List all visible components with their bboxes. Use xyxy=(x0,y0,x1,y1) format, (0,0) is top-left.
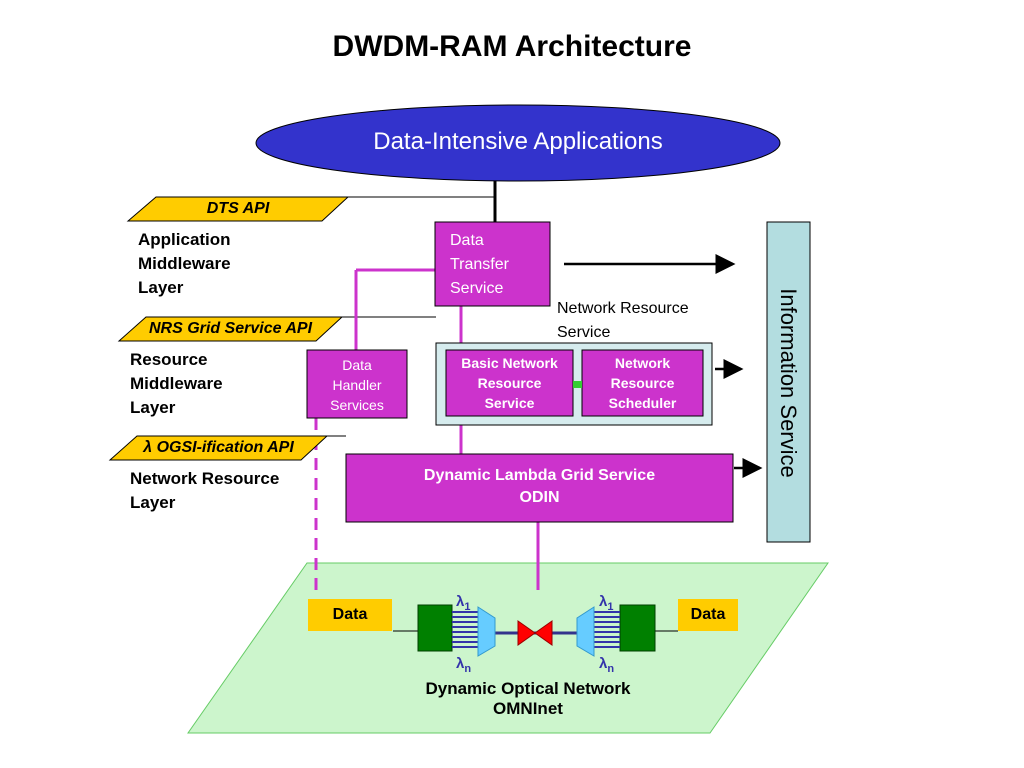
lambda-n-left: λn xyxy=(456,655,472,675)
information-service-box[interactable] xyxy=(766,221,811,543)
data-transfer-service-label: Data Transfer Service xyxy=(450,232,509,297)
data-handler-services-label: Data Handler Services xyxy=(330,357,384,413)
basic-nrs-label: Basic Network Resource Service xyxy=(461,355,558,411)
optical-network-caption: Dynamic Optical Network OMNInet xyxy=(425,679,631,718)
lambda-symbol: λ xyxy=(143,439,153,456)
left-wavelength-bars xyxy=(452,611,478,648)
left-mux-shape xyxy=(477,606,496,657)
network-resource-layer-label: Network Resource Layer xyxy=(130,469,280,512)
nrs-internal-connector xyxy=(573,381,582,388)
lambda-1-right: λ1 xyxy=(599,593,614,613)
application-middleware-layer-label: Application Middleware Layer xyxy=(138,230,231,297)
dts-api-label: DTS API xyxy=(206,200,270,217)
data-right-label: Data xyxy=(690,606,726,623)
lambda-n-right: λn xyxy=(599,655,615,675)
resource-middleware-layer-label: Resource Middleware Layer xyxy=(130,350,223,417)
information-service-label: Information Service xyxy=(776,288,801,478)
scheduler-label: Network Resource Scheduler xyxy=(608,355,677,411)
left-green-node[interactable] xyxy=(417,604,453,652)
ogsi-api-label: λ OGSI-ification API xyxy=(110,439,327,457)
dts-api-tag[interactable] xyxy=(126,196,350,222)
dlgs-box[interactable] xyxy=(345,453,734,523)
nrs-caption: Network Resource Service xyxy=(557,300,689,341)
optical-switch-bowtie-right xyxy=(534,620,553,646)
lambda-1-left: λ1 xyxy=(456,593,471,613)
optical-switch-bowtie[interactable] xyxy=(517,620,536,646)
dlgs-label: Dynamic Lambda Grid Service ODIN xyxy=(423,467,656,506)
right-mux-shape xyxy=(576,606,595,657)
data-left-label: Data xyxy=(332,606,368,623)
right-wavelength-bars xyxy=(594,611,620,648)
right-green-node[interactable] xyxy=(619,604,656,652)
data-right-box[interactable] xyxy=(678,599,738,631)
page-title: DWDM-RAM Architecture xyxy=(332,30,692,63)
applications-label: Data-Intensive Applications xyxy=(373,128,663,155)
ogsi-api-text: OGSI-ification API xyxy=(152,439,294,456)
nrs-api-label: NRS Grid Service API xyxy=(148,320,313,337)
nrs-api-tag[interactable] xyxy=(117,316,344,342)
applications-ellipse[interactable] xyxy=(255,104,781,182)
data-transfer-service-box[interactable] xyxy=(434,221,551,307)
scheduler-box[interactable] xyxy=(581,349,704,417)
ogsi-api-tag[interactable] xyxy=(108,435,329,461)
data-handler-services-box[interactable] xyxy=(306,349,408,419)
data-left-box[interactable] xyxy=(308,599,392,631)
basic-nrs-box[interactable] xyxy=(445,349,574,417)
